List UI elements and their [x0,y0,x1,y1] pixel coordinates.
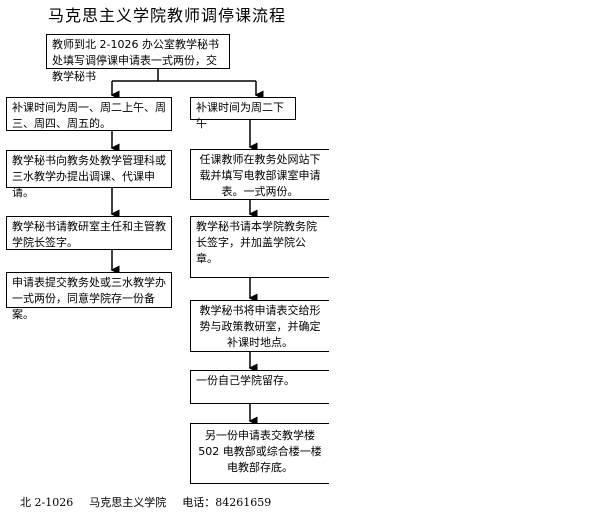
left-step-3: 教学秘书请教研室主任和主管教学院长签字。 [6,216,172,250]
page-title: 马克思主义学院教师调停课流程 [48,6,287,25]
step-text: 补课时间为周一、周二上午、周三、周四、周五的。 [12,101,166,130]
step-fill-form: 教师到北 2-1026 办公室教学秘书处填写调停课申请表一式两份，交教学秘书 [46,34,230,83]
footer-address: 北 2-1026 [20,496,74,509]
footer-contact: 北 2-1026 马克思主义学院 电话：84261659 [20,494,287,510]
right-step-1: 补课时间为周二下午 [190,97,296,130]
footer-org: 马克思主义学院 [89,496,167,509]
right-step-6: 另一份申请表交教学楼 502 电教部或综合楼一楼电教部存底。 [190,423,329,484]
footer-phone: 84261659 [215,496,272,509]
right-step-2: 任课教师在教务处网站下载并填写电教部课室申请表。一式两份。 [190,149,329,200]
left-step-2: 教学秘书向教务处教学管理科或三水教学办提出调课、代课申请。 [6,150,172,199]
left-step-1: 补课时间为周一、周二上午、周三、周四、周五的。 [6,97,172,131]
footer-phone-label: 电话： [182,496,216,509]
left-step-4: 申请表提交教务处或三水教学办一式两份，同意学院存一份备案。 [6,272,172,321]
right-step-3: 教学秘书请本学院教务院长签字，并加盖学院公章。 [190,216,329,278]
right-step-4: 教学秘书将申请表交给形势与政策教研室，并确定补课时地点。 [190,300,329,352]
right-step-5: 一份自己学院留存。 [190,370,329,404]
